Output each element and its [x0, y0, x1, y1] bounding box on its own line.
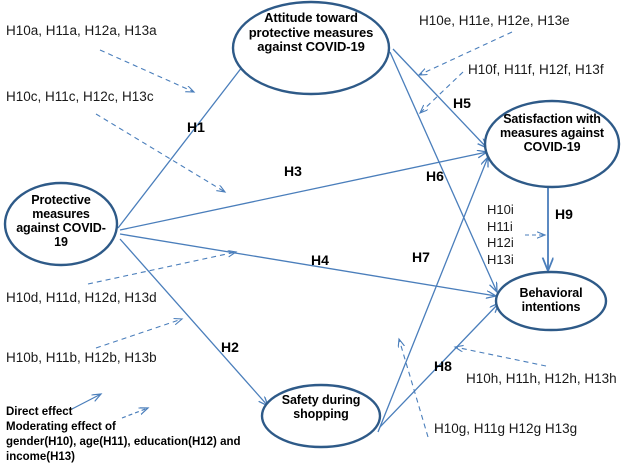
moderator-label-f: H10f, H11f, H12f, H13f — [468, 62, 604, 77]
hypothesis-label-h8: H8 — [434, 358, 452, 374]
edge-h4 — [119, 233, 496, 296]
hypothesis-label-h2: H2 — [221, 339, 239, 355]
hypothesis-label-h4: H4 — [311, 252, 329, 268]
edge-moderator-a — [99, 49, 194, 92]
edge-moderator-d — [87, 252, 236, 285]
legend-direct-effect-label: Direct effect — [6, 406, 73, 418]
moderator-label-h12i: H12i — [487, 235, 514, 250]
moderator-label-g: H10g, H11g H12g H13g — [434, 421, 578, 436]
edge-h3 — [119, 152, 487, 231]
moderator-label-h13i: H13i — [487, 251, 514, 267]
edge-h7 — [377, 157, 488, 433]
legend-direct-arrow — [71, 394, 101, 410]
moderator-label-a: H10a, H11a, H12a, H13a — [6, 23, 157, 38]
moderator-label-e: H10e, H11e, H12e, H13e — [419, 13, 570, 28]
moderator-label-c: H10c, H11c, H12c, H13c — [6, 89, 154, 104]
legend: Direct effect Moderating effect of gende… — [6, 405, 241, 465]
hypothesis-label-h3: H3 — [284, 163, 302, 179]
moderator-label-h10i: H10i — [487, 202, 514, 217]
edge-moderator-e — [419, 31, 513, 75]
edge-h6 — [389, 51, 497, 292]
hypothesis-label-h1: H1 — [187, 119, 205, 135]
moderator-label-h: H10h, H11h, H12h, H13h — [466, 371, 617, 386]
edge-moderator-b — [95, 319, 182, 349]
node-satisfaction-shape[interactable] — [483, 99, 621, 189]
moderator-stack-i: H10i H11i H12i H13i — [487, 202, 514, 268]
moderator-label-b: H10b, H11b, H12b, H13b — [6, 350, 157, 365]
legend-moderating-income-label: income(H13) — [6, 450, 76, 463]
edge-h1 — [117, 58, 249, 229]
legend-moderating-vars-label: gender(H10), age(H11), education(H12) an… — [6, 435, 241, 448]
moderator-label-h11i: H11i — [487, 218, 513, 234]
edge-h2 — [119, 238, 268, 406]
hypothesis-label-h6: H6 — [426, 168, 444, 184]
moderator-label-d: H10d, H11d, H12d, H13d — [6, 290, 157, 305]
edge-moderator-g — [399, 339, 429, 438]
node-safety-shape[interactable] — [260, 383, 382, 449]
edge-h5 — [392, 48, 487, 148]
hypothesis-label-h7: H7 — [412, 249, 430, 265]
hypothesis-label-h5: H5 — [453, 95, 471, 111]
node-behavioral-shape[interactable] — [494, 270, 608, 332]
hypothesis-label-h9: H9 — [555, 206, 573, 222]
node-attitude-shape[interactable] — [231, 0, 391, 96]
edge-moderator-h — [455, 347, 547, 367]
node-protective-shape[interactable] — [3, 181, 119, 267]
legend-moderating-arrow — [121, 408, 148, 419]
edge-moderator-f — [420, 71, 464, 113]
legend-moderating-effect-label: Moderating effect of — [6, 420, 116, 433]
edge-moderator-c — [95, 113, 225, 192]
edge-h8 — [379, 303, 499, 428]
